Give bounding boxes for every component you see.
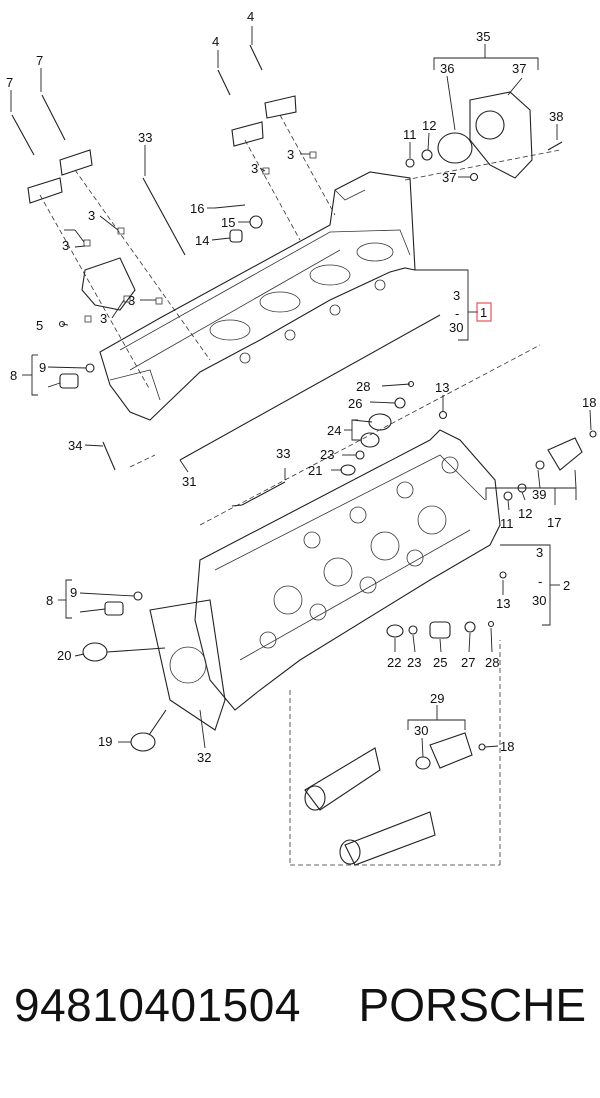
callout-36: 36	[440, 61, 454, 76]
callout-22: 22	[387, 655, 401, 670]
bearing-caps-upper	[27, 95, 336, 391]
callout-3: 3	[100, 311, 107, 326]
head-bolts	[11, 44, 263, 471]
callout-30: 30	[414, 723, 428, 738]
callout-3: 3	[287, 147, 294, 162]
callout-26: 26	[348, 396, 362, 411]
callout-3: 3	[128, 293, 135, 308]
callout-28: 28	[485, 655, 499, 670]
callout-39: 39	[532, 487, 546, 502]
callout-33: 33	[138, 130, 152, 145]
callout-9: 9	[39, 360, 46, 375]
callout-7: 7	[6, 75, 13, 90]
callout-14: 14	[195, 233, 209, 248]
callout-7: 7	[36, 53, 43, 68]
callout-35: 35	[476, 29, 490, 44]
callout-29: 29	[430, 691, 444, 706]
callout-34: 34	[68, 438, 82, 453]
callout-32: 32	[197, 750, 211, 765]
callout-21: 21	[308, 463, 322, 478]
callout-4: 4	[247, 9, 254, 24]
callout-4: 4	[212, 34, 219, 49]
callout-13: 13	[496, 596, 510, 611]
vacuum-pump	[404, 91, 563, 182]
lower-cylinder-head	[194, 429, 501, 711]
callout-11: 11	[403, 127, 417, 142]
cam-actuator-right	[499, 430, 597, 579]
range-upper-ref: 1	[480, 305, 487, 320]
range-lower-to: 30	[532, 593, 546, 608]
callout-19: 19	[98, 734, 112, 749]
part-number: 94810401504	[14, 979, 301, 1031]
head-gasket	[149, 599, 226, 731]
callout-20: 20	[57, 648, 71, 663]
dashed-guides	[129, 344, 541, 866]
callout-15: 15	[221, 215, 235, 230]
callout-labels: 4 4 7 7 33 35 36 37 38 11 12 37 3 3 16 1…	[6, 9, 596, 765]
range-lower-from: 3	[536, 545, 543, 560]
callout-18: 18	[500, 739, 514, 754]
callout-37: 37	[442, 170, 456, 185]
callout-28: 28	[356, 379, 370, 394]
callout-3: 3	[88, 208, 95, 223]
camshafts	[304, 732, 486, 866]
callout-17: 17	[547, 515, 561, 530]
callout-8: 8	[10, 368, 17, 383]
callout-8: 8	[46, 593, 53, 608]
callout-13: 13	[435, 380, 449, 395]
callout-23: 23	[320, 447, 334, 462]
callout-5: 5	[36, 318, 43, 333]
callout-12: 12	[518, 506, 532, 521]
range-upper-sep: -	[455, 306, 459, 321]
callout-3: 3	[62, 238, 69, 253]
callout-25: 25	[433, 655, 447, 670]
lower-bolts	[104, 481, 286, 616]
callout-9: 9	[70, 585, 77, 600]
small-parts-upper	[58, 151, 317, 389]
callout-27: 27	[461, 655, 475, 670]
highlight-box	[476, 302, 492, 322]
leader-lines	[10, 26, 592, 758]
callout-37: 37	[512, 61, 526, 76]
brand-name: PORSCHE	[358, 979, 586, 1031]
callout-24: 24	[327, 423, 341, 438]
upper-cylinder-head	[99, 171, 416, 421]
callout-12: 12	[422, 118, 436, 133]
range-upper-from: 3	[453, 288, 460, 303]
callout-16: 16	[190, 201, 204, 216]
range-lower-sep: -	[538, 574, 542, 589]
callout-18: 18	[582, 395, 596, 410]
callout-31: 31	[182, 474, 196, 489]
callout-3: 3	[251, 161, 258, 176]
valves	[82, 642, 167, 752]
callout-23: 23	[407, 655, 421, 670]
callout-11: 11	[500, 516, 514, 531]
gasket-31	[179, 314, 441, 461]
callout-33: 33	[276, 446, 290, 461]
footer-caption: 94810401504 PORSCHE	[0, 978, 600, 1048]
range-upper-to: 30	[449, 320, 463, 335]
range-lower-ref: 2	[563, 578, 570, 593]
callout-38: 38	[549, 109, 563, 124]
